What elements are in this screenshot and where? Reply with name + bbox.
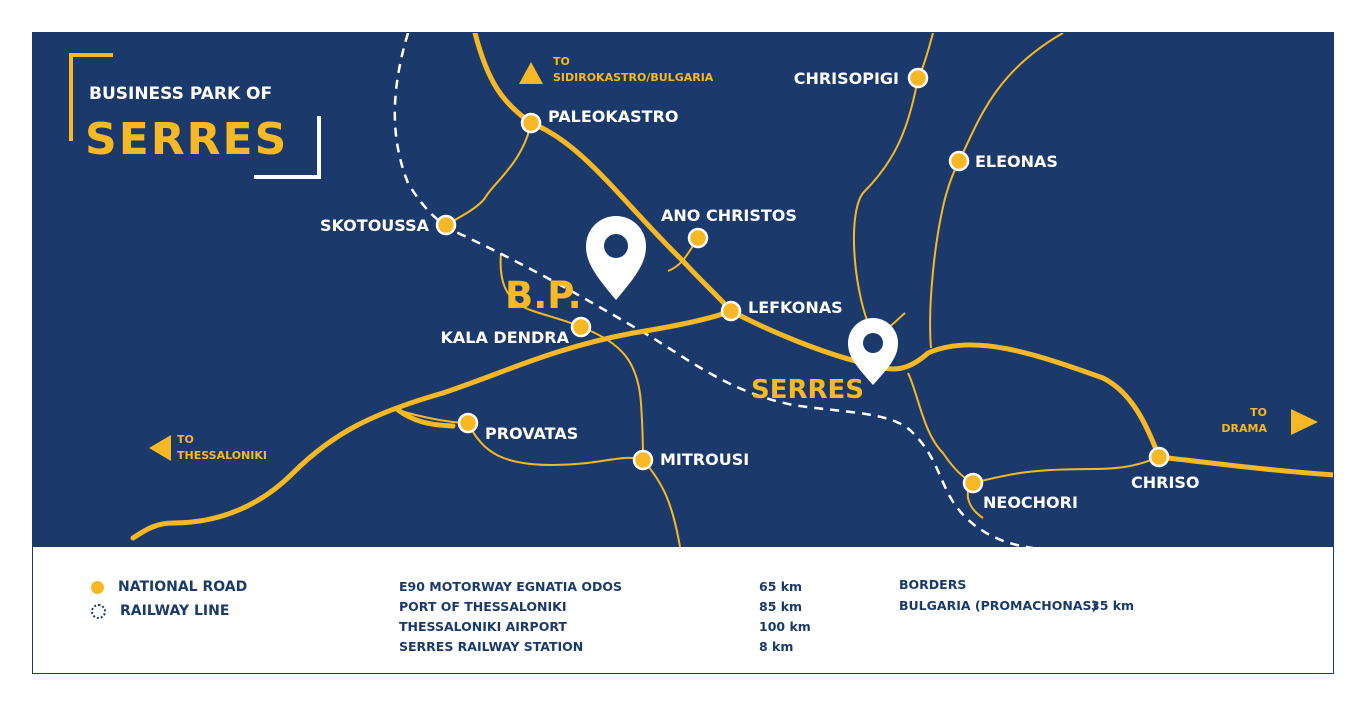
distance-value: 100 km [759, 619, 811, 634]
road-eleonas-north [958, 33, 1064, 162]
town-mitrousi: MITROUSI [660, 450, 749, 469]
map-canvas: BUSINESS PARK OF SERRES TO SIDIROKASTRO/… [33, 33, 1333, 553]
dot-kala-dendra [570, 316, 592, 338]
arrow-left-icon [149, 435, 171, 461]
distance-value: 65 km [759, 579, 803, 594]
national-roads [130, 33, 1333, 541]
dot-chrisopigi [907, 67, 929, 89]
distance-name: THESSALONIKI AIRPORT [399, 619, 567, 634]
dot-ano-christos [687, 227, 709, 249]
road-serres-neochori [907, 372, 974, 484]
road-paleokastro-skotoussa [445, 122, 532, 226]
dir-bulgaria-place: SIDIROKASTRO/BULGARIA [553, 71, 714, 84]
dir-drama-to: TO [1250, 406, 1267, 419]
pin-serres[interactable] [848, 318, 898, 385]
road-east [1156, 454, 1333, 478]
title-bracket-right [254, 116, 321, 179]
road-eleonas [929, 160, 960, 349]
town-chriso: CHRISO [1131, 473, 1200, 492]
dir-drama-place: DRAMA [1221, 422, 1267, 435]
dot-paleokastro [520, 112, 542, 134]
road-north-national [472, 33, 734, 314]
label-serres-city: SERRES [751, 375, 864, 405]
town-dots [435, 67, 1170, 494]
legend-railway-line: RAILWAY LINE [91, 603, 229, 619]
road-dot-icon [91, 580, 104, 594]
map-frame: BUSINESS PARK OF SERRES TO SIDIROKASTRO/… [32, 32, 1334, 674]
town-paleokastro: PALEOKASTRO [548, 107, 679, 126]
town-eleonas: ELEONAS [975, 152, 1058, 171]
dir-bulgaria-to: TO [553, 55, 570, 68]
distance-name: PORT OF THESSALONIKI [399, 599, 567, 614]
title-small: BUSINESS PARK OF [89, 84, 272, 104]
road-neochori-chriso [972, 456, 1160, 484]
distance-row: E90 MOTORWAY EGNATIA ODOS 65 km [399, 579, 819, 599]
legend-railway-label: RAILWAY LINE [120, 603, 230, 619]
road-provatas-mitrousi [467, 422, 644, 467]
borders-value: 35 km [1091, 598, 1135, 613]
legend-national-road-label: NATIONAL ROAD [118, 579, 248, 595]
town-provatas: PROVATAS [485, 424, 578, 443]
map-background [33, 33, 1333, 553]
town-kala-dendra: KALA DENDRA [440, 328, 569, 347]
road-provatas-link [395, 407, 456, 429]
title-bracket-left [69, 53, 113, 141]
road-serres-chriso [728, 308, 1162, 460]
dir-thessaloniki-to: TO [177, 433, 194, 446]
town-skotoussa: SKOTOUSSA [320, 216, 430, 235]
distance-value: 8 km [759, 639, 794, 654]
legend-national-road: NATIONAL ROAD [91, 579, 247, 595]
dot-skotoussa [435, 214, 457, 236]
town-chrisopigi: CHRISOPIGI [794, 69, 899, 88]
borders-title: BORDERS [899, 577, 967, 592]
dot-lefkonas [720, 300, 742, 322]
road-bp-loop [499, 252, 582, 328]
dir-thessaloniki-place: THESSALONIKI [177, 449, 267, 462]
dot-provatas [457, 412, 479, 434]
label-business-park: B.P. [505, 274, 582, 317]
pin-business-park[interactable] [586, 216, 646, 300]
town-lefkonas: LEFKONAS [748, 298, 843, 317]
legend-panel: NATIONAL ROAD RAILWAY LINE E90 MOTORWAY … [33, 547, 1333, 673]
local-roads [397, 33, 1160, 553]
town-ano-christos: ANO CHRISTOS [661, 206, 797, 225]
dot-mitrousi [632, 449, 654, 471]
distance-name: E90 MOTORWAY EGNATIA ODOS [399, 579, 623, 594]
borders-item: BULGARIA (PROMACHONAS) [899, 598, 1098, 613]
distance-row: THESSALONIKI AIRPORT 100 km [399, 619, 819, 639]
arrow-right-icon [1291, 409, 1318, 435]
road-west-national [130, 308, 734, 541]
dot-eleonas [948, 150, 970, 172]
arrow-up-icon [519, 62, 543, 84]
distance-row: SERRES RAILWAY STATION 8 km [399, 639, 819, 659]
town-neochori: NEOCHORI [983, 493, 1078, 512]
dot-chriso [1148, 446, 1170, 468]
title-big: SERRES [85, 114, 288, 165]
distance-value: 85 km [759, 599, 803, 614]
dot-neochori [962, 472, 984, 494]
railway-ring-icon [91, 603, 106, 619]
distance-name: SERRES RAILWAY STATION [399, 639, 584, 654]
distance-row: PORT OF THESSALONIKI 85 km [399, 599, 819, 619]
